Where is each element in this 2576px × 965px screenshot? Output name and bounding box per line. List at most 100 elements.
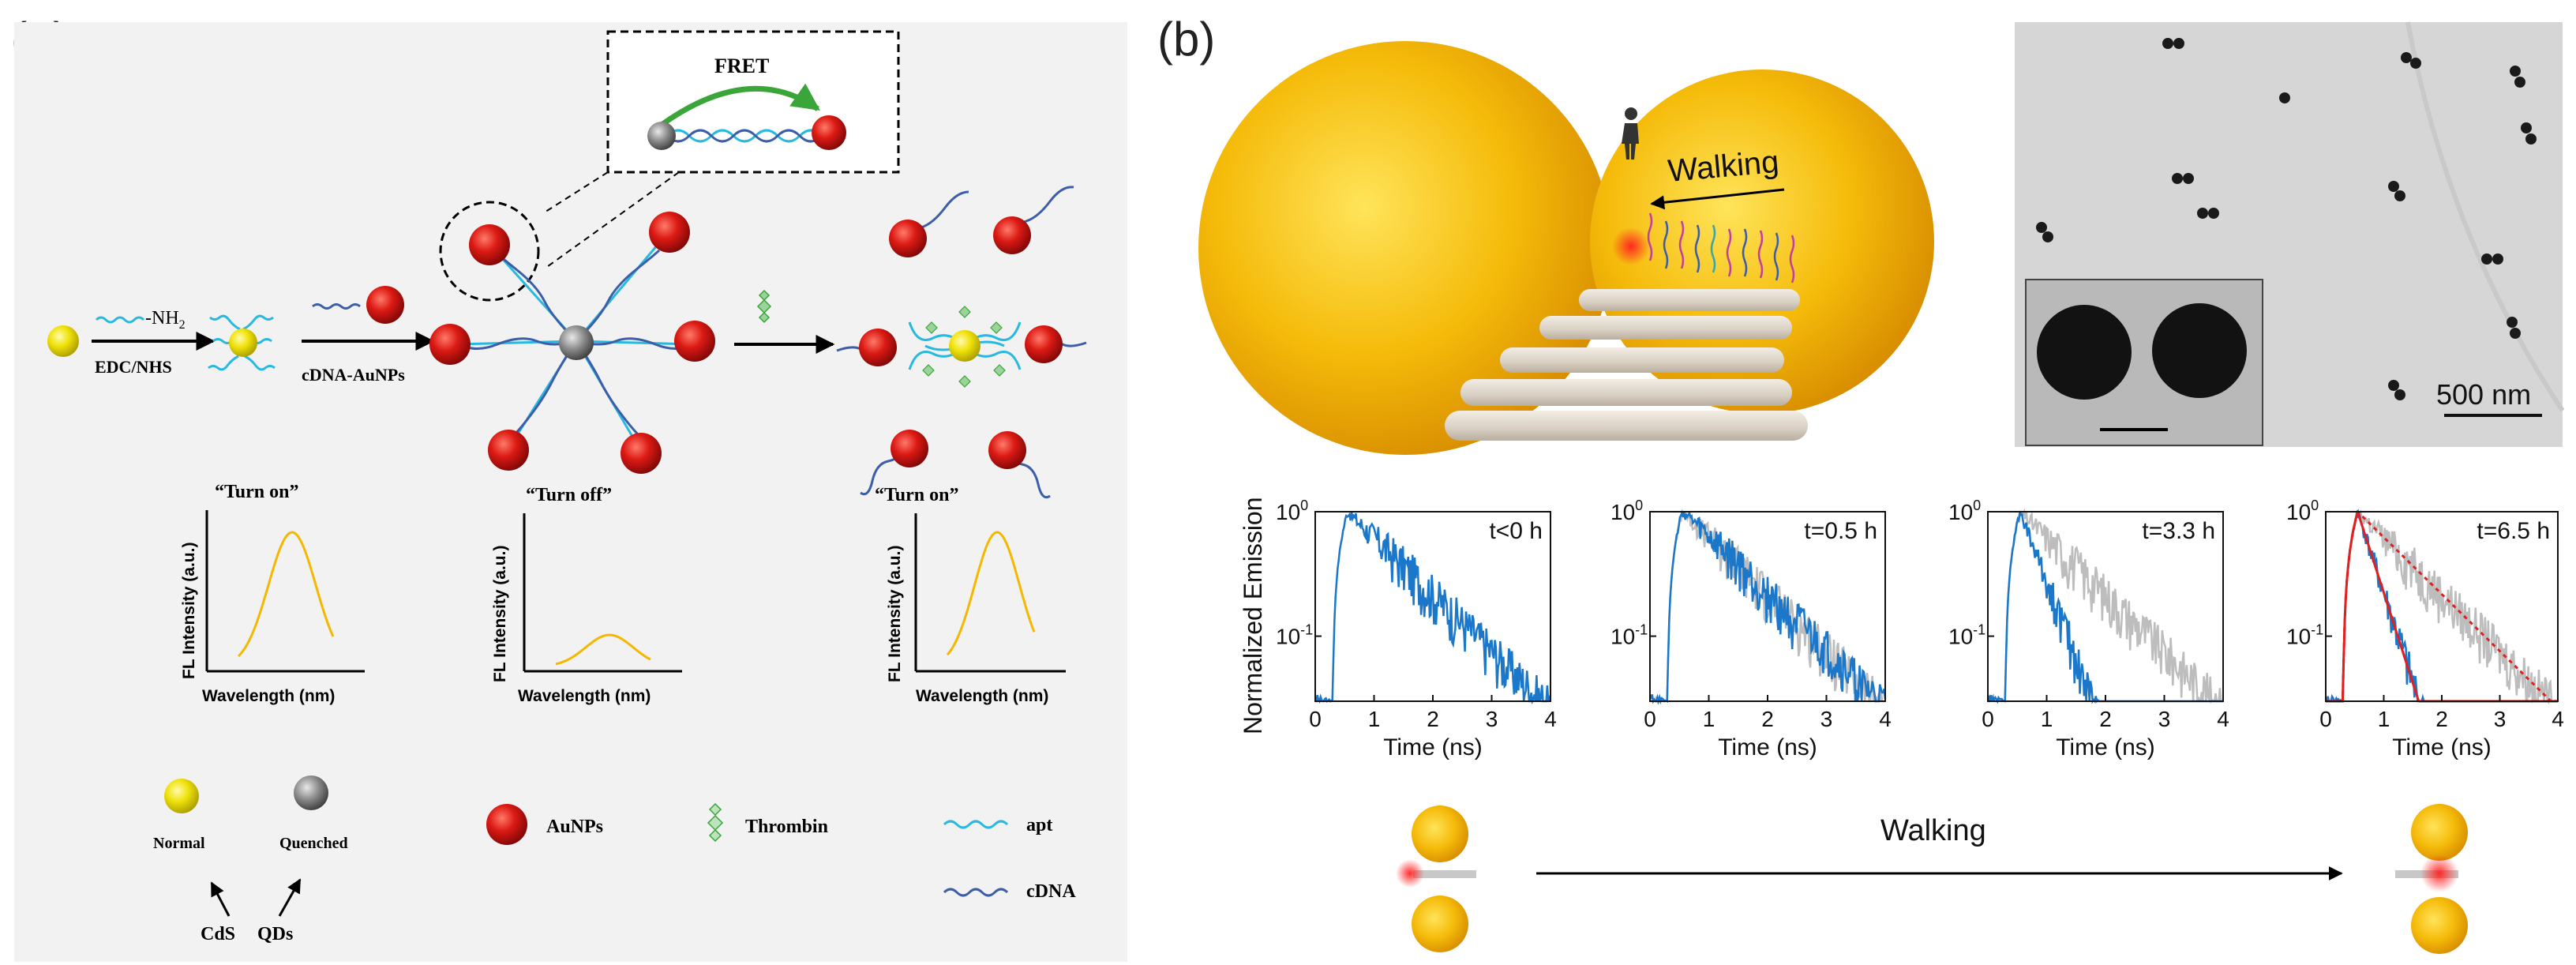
decay-plot-4-xtick-label: 0 <box>2319 707 2332 731</box>
legend-qds-label: QDs <box>257 924 293 944</box>
tem-micrograph: 500 nm <box>2015 21 2565 447</box>
cdna-aunps-label: cDNA-AuNPs <box>302 365 405 385</box>
fret-dna-duplex <box>666 129 823 143</box>
fl-plot-2-xlabel: Wavelength (nm) <box>518 687 651 705</box>
decay-plot-3-series-1 <box>1987 508 2223 704</box>
fret-inset-box <box>606 30 900 174</box>
walking-arrow <box>1650 188 1785 210</box>
decay-plot-4-time-label: t=6.5 h <box>2477 518 2550 544</box>
zoom-line-right <box>544 171 680 269</box>
fl-plot-2-curve <box>555 633 651 666</box>
legend-cdna-label: cDNA <box>1026 881 1076 902</box>
decay-plot-3-ytick-label: 10-1 <box>1948 622 1985 649</box>
decay-plot-2-xlabel: Time (ns) <box>1718 734 1817 760</box>
fret-arrow <box>659 83 820 127</box>
decay-plot-1-xtick-label: 3 <box>1486 707 1498 731</box>
qd-aptamer-conjugate <box>208 314 276 371</box>
decay-plot-1-xlabel: Time (ns) <box>1383 734 1483 760</box>
decay-plot-1-time-label: t<0 h <box>1489 518 1543 544</box>
decay-plot-4-xtick-label: 3 <box>2494 707 2507 731</box>
panel-b-label: (b) <box>1157 13 1215 66</box>
decay-plot-3-xtick-label: 0 <box>1982 707 1994 731</box>
fl-plot-3-ylabel: FL Intensity (a.u.) <box>886 546 904 682</box>
decay-plot-4-series-3 <box>2326 511 2558 703</box>
turn-on-assembly <box>836 186 1087 499</box>
tem-inset-particle-right <box>2152 303 2247 398</box>
legend-cds-label: CdS <box>201 924 235 944</box>
quenched-assembly <box>429 212 715 474</box>
fl-plot-3: “Turn on” FL Intensity (a.u.) Wavelength… <box>875 485 1066 705</box>
legend-cdna-strand <box>943 888 1009 897</box>
decay-plot-1-xtick-label: 1 <box>1368 707 1381 731</box>
decay-plot-3-xtick-label: 3 <box>2158 707 2171 731</box>
decay-ylabel: Normalized Emission <box>1239 497 1267 734</box>
fl-plot-2-ylabel: FL Intensity (a.u.) <box>491 546 509 682</box>
dna-origami-rods <box>1445 289 1808 441</box>
legend-aunps-label: AuNPs <box>546 817 603 837</box>
decay-plot-3-xtick-label: 2 <box>2099 707 2112 731</box>
schematic-start-bottom-sphere <box>1412 896 1468 952</box>
panel-a-background <box>14 22 1127 962</box>
decay-plot-4-xtick-label: 2 <box>2435 707 2448 731</box>
schematic-end-glow <box>2420 854 2458 892</box>
decay-plot-3-time-label: t=3.3 h <box>2142 518 2215 544</box>
decay-plot-3-ytick-label: 100 <box>1948 498 1981 524</box>
legend-normal-label: Normal <box>153 835 205 852</box>
fl-plot-1-curve <box>237 531 335 658</box>
fl-plot-1-ylabel: FL Intensity (a.u.) <box>180 543 198 679</box>
decay-plot-4-ytick-label: 100 <box>2286 498 2319 524</box>
decay-plot-2-ytick-label: 100 <box>1610 498 1643 524</box>
zoom-line-left <box>542 171 609 214</box>
decay-plot-2-xtick-label: 2 <box>1761 707 1774 731</box>
decay-plot-1-xtick-label: 4 <box>1544 707 1557 731</box>
thrombin-icon <box>756 289 772 324</box>
edc-nhs-label: EDC/NHS <box>95 357 172 377</box>
fl-plot-3-curve <box>946 531 1036 656</box>
aptamer-strand <box>95 316 145 324</box>
dna-strands-track <box>1647 212 1795 283</box>
legend-aunp-icon <box>486 804 527 845</box>
tem-inset-particle-left <box>2037 305 2132 400</box>
legend-thrombin-label: Thrombin <box>745 817 828 837</box>
decay-plot-2-time-label: t=0.5 h <box>1804 518 1877 544</box>
legend-apt-label: apt <box>1026 815 1052 835</box>
decay-plot-2-xtick-label: 3 <box>1820 707 1833 731</box>
legend-normal-qd <box>164 779 199 813</box>
decay-plot-3-xlabel: Time (ns) <box>2056 734 2155 760</box>
legend-apt-strand <box>943 820 1009 829</box>
schematic-end-top-sphere <box>2411 804 2468 861</box>
zoom-circle <box>439 201 540 302</box>
decay-plot-2-xtick-label: 1 <box>1703 707 1715 731</box>
fl-plot-1-title: “Turn on” <box>215 482 299 502</box>
aunp-reagent <box>366 286 404 324</box>
legend-thrombin-icon <box>707 802 724 843</box>
decay-plot-1-series-1 <box>1315 511 1552 705</box>
fret-quenched-qd <box>647 122 676 150</box>
walking-schematic: Walking <box>1396 804 2468 954</box>
legend-panel-a: Normal Quenched CdS QDs AuNPs Thrombin a… <box>153 775 1076 944</box>
fl-plot-3-title: “Turn on” <box>875 485 959 505</box>
fl-plot-2: “Turn off” FL Intensity (a.u.) Wavelengt… <box>491 485 682 705</box>
decay-plot-2-series-2 <box>1650 509 1887 705</box>
decay-plot-4-xtick-label: 4 <box>2552 707 2564 731</box>
fl-plot-2-title: “Turn off” <box>526 485 612 505</box>
decay-plot-4-series-1 <box>2325 509 2558 705</box>
decay-plot-2-xtick-label: 0 <box>1644 707 1656 731</box>
schematic-walking-label: Walking <box>1880 814 1986 847</box>
decay-plot-1-ytick-label: 10-1 <box>1276 622 1313 649</box>
nh2-label: -NH2 <box>145 308 186 332</box>
legend-quenched-label: Quenched <box>279 835 348 852</box>
decay-plot-4-xtick-label: 1 <box>2378 707 2390 731</box>
schematic-start-top-sphere <box>1412 805 1468 862</box>
cdna-strand-reagent <box>312 303 361 310</box>
fl-plot-1: “Turn on” FL Intensity (a.u.) Wavelength… <box>180 482 365 705</box>
decay-plot-1-xtick-label: 0 <box>1309 707 1322 731</box>
decay-plot-4-ytick-label: 10-1 <box>2286 622 2323 649</box>
fluorophore-glow <box>1612 227 1650 265</box>
schematic-start-rod <box>1413 870 1476 878</box>
decay-plot-2-xtick-label: 4 <box>1879 707 1892 731</box>
schematic-end-bottom-sphere <box>2411 897 2468 954</box>
decay-plot-1-ytick-label: 100 <box>1276 498 1308 524</box>
